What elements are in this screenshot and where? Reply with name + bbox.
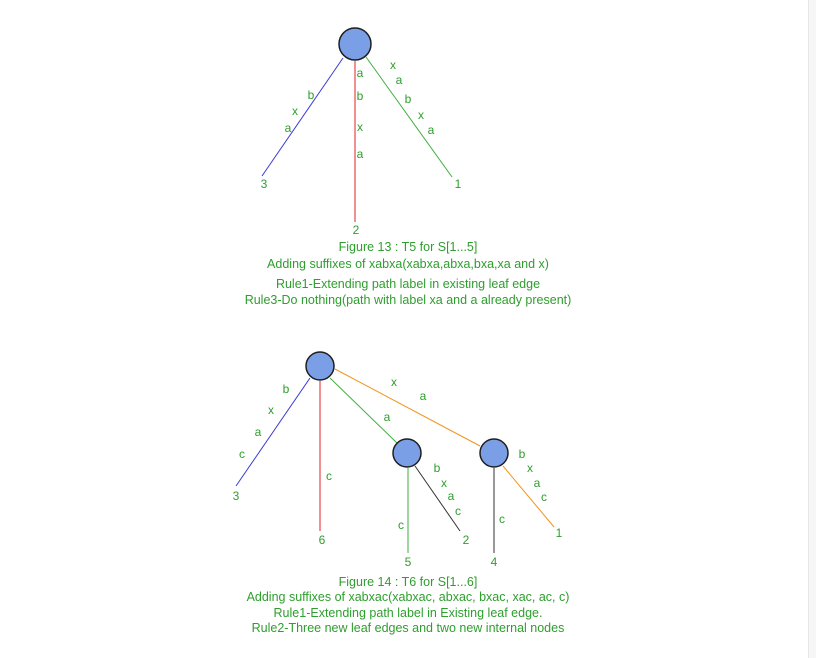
- fig14-leaf-label-1: 1: [556, 526, 563, 540]
- fig13-edge-right-label-1: a: [396, 73, 403, 87]
- fig13-edge-mid-label-1: b: [357, 89, 364, 103]
- fig13-edge-mid-label-2: x: [357, 120, 363, 134]
- fig14-edge-left-label-2: x: [268, 403, 274, 417]
- fig14-edge-to-node-a: [329, 377, 398, 444]
- fig14-node-a-right-label-3: c: [455, 504, 461, 518]
- fig14-edge-left-label-1: a: [255, 425, 262, 439]
- fig14-node-xa-edge-right: [502, 465, 555, 528]
- fig14-leaf-label-3: 3: [233, 489, 240, 503]
- fig13-edge-mid-label-0: a: [357, 66, 364, 80]
- fig14-node-a-left-label-0: c: [398, 518, 404, 532]
- fig14-node-xa-right-label-3: c: [541, 490, 547, 504]
- fig14-leaf-label-5: 5: [405, 555, 412, 569]
- fig14-leaf-label-2: 2: [463, 533, 470, 547]
- fig14-internal-node-a: [392, 438, 422, 468]
- fig14-root-node: [305, 351, 335, 381]
- fig14-edge-to-node-xa: [334, 368, 481, 447]
- fig14-caption-rule2: Rule2-Three new leaf edges and two new i…: [251, 621, 565, 635]
- fig14-edge-left: [235, 377, 311, 487]
- fig14-edge-to-node-xa-label-1: a: [420, 389, 427, 403]
- fig13-leaf-label-1: 1: [455, 177, 462, 191]
- page-gutter: [809, 0, 816, 658]
- fig13-edge-right-label-4: a: [428, 123, 435, 137]
- fig13-edge-right-label-2: b: [405, 92, 412, 106]
- fig14-node-a-right-label-2: a: [448, 489, 455, 503]
- fig14-caption-rule1: Rule1-Extending path label in Existing l…: [273, 606, 543, 620]
- fig14-node-a-right-label-1: x: [441, 476, 447, 490]
- fig13-edge-left-label-2: b: [308, 88, 315, 102]
- fig13-caption-suffixes: Adding suffixes of xabxa(xabxa,abxa,bxa,…: [267, 257, 549, 271]
- fig13-edge-left-label-1: x: [292, 104, 298, 118]
- fig14-caption-title: Figure 14 : T6 for S[1...6]: [338, 575, 478, 589]
- fig14-leaf-label-4: 4: [491, 555, 498, 569]
- fig14-edge-to-node-xa-label-0: x: [391, 375, 397, 389]
- fig14-node-a-right-label-0: b: [434, 461, 441, 475]
- fig13-edge-right: [365, 56, 453, 178]
- fig14-edge-to-node-a-label: a: [384, 410, 391, 424]
- fig14-internal-node-xa: [479, 438, 509, 468]
- fig13-edge-left-label-0: a: [285, 121, 292, 135]
- fig14-node-xa-right-label-0: b: [519, 447, 526, 461]
- fig14-caption-suffixes: Adding suffixes of xabxac(xabxac, abxac,…: [246, 590, 570, 604]
- fig13-edge-mid-label-3: a: [357, 147, 364, 161]
- fig14-edge-left-label-0: c: [239, 447, 245, 461]
- fig14-node-xa-left-label-0: c: [499, 512, 505, 526]
- fig14-leaf-label-6: 6: [319, 533, 326, 547]
- fig14-node-xa-right-label-2: a: [534, 476, 541, 490]
- fig13-caption-rule1: Rule1-Extending path label in existing l…: [275, 277, 541, 291]
- fig14-edge-left-label-3: b: [283, 382, 290, 396]
- fig13-leaf-label-3: 3: [261, 177, 268, 191]
- fig14-node-xa-right-label-1: x: [527, 461, 533, 475]
- fig13-edge-right-label-3: x: [418, 108, 424, 122]
- page-border: [808, 0, 809, 658]
- fig13-caption-rule3: Rule3-Do nothing(path with label xa and …: [244, 293, 572, 307]
- fig14-edge-mid-label-0: c: [326, 469, 332, 483]
- fig13-edge-right-label-0: x: [390, 58, 396, 72]
- fig13-caption-title: Figure 13 : T5 for S[1...5]: [338, 240, 478, 254]
- fig13-edge-left: [261, 57, 344, 177]
- fig14-node-a-edge-right: [414, 465, 461, 532]
- fig13-leaf-label-2: 2: [353, 223, 360, 237]
- fig13-root-node: [338, 27, 372, 61]
